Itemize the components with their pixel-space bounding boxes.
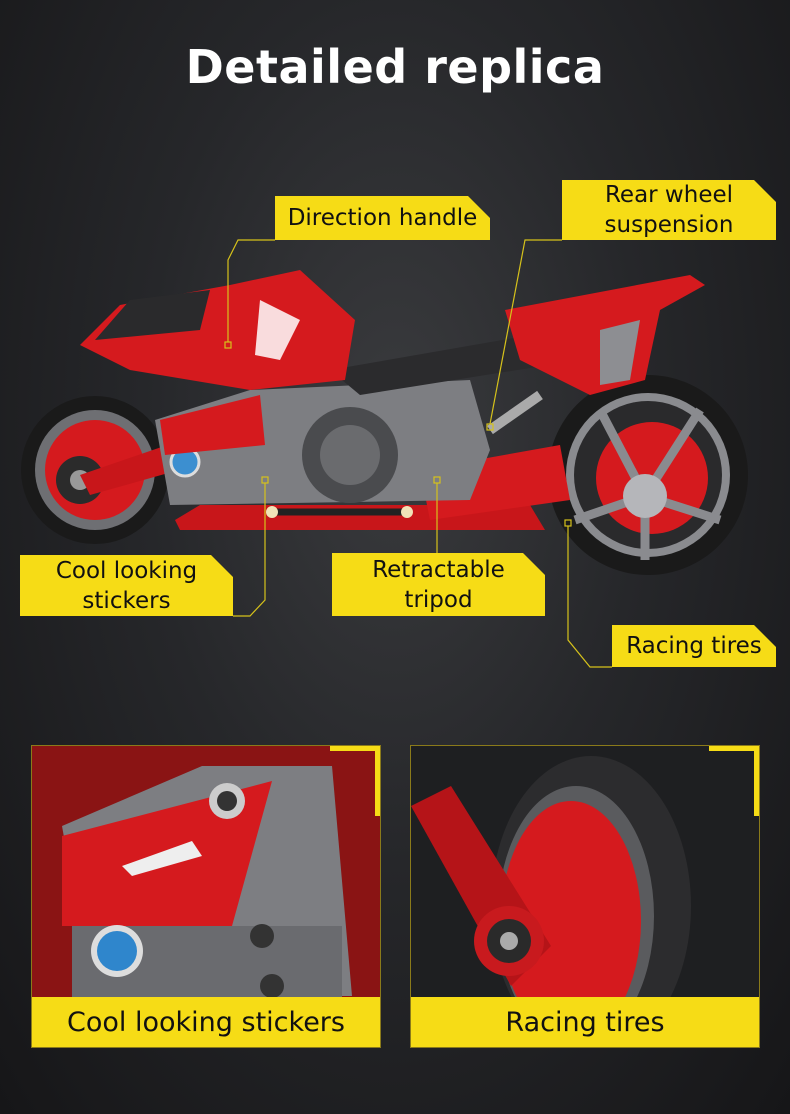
callout-leader-lines [224, 239, 612, 668]
detail-panel-racing-tires: Racing tires [410, 745, 760, 1048]
callout-rear-wheel-suspension: Rear wheel suspension [562, 180, 776, 240]
corner-accent [330, 746, 380, 816]
stickers-closeup-image [32, 746, 380, 1047]
page-title: Detailed replica [185, 40, 605, 94]
detail-panel-stickers: Cool looking stickers [31, 745, 381, 1048]
callout-tripod: Retractable tripod [332, 553, 545, 616]
callout-stickers: Cool looking stickers [20, 555, 233, 616]
callout-racing-tires: Racing tires [612, 625, 776, 667]
motorcycle-illustration [21, 239, 748, 668]
panel-caption: Cool looking stickers [32, 997, 380, 1047]
tire-closeup-image [411, 746, 759, 1047]
panel-caption: Racing tires [411, 997, 759, 1047]
callout-direction-handle: Direction handle [275, 196, 490, 240]
corner-accent [709, 746, 759, 816]
rear-wheel [548, 375, 748, 575]
